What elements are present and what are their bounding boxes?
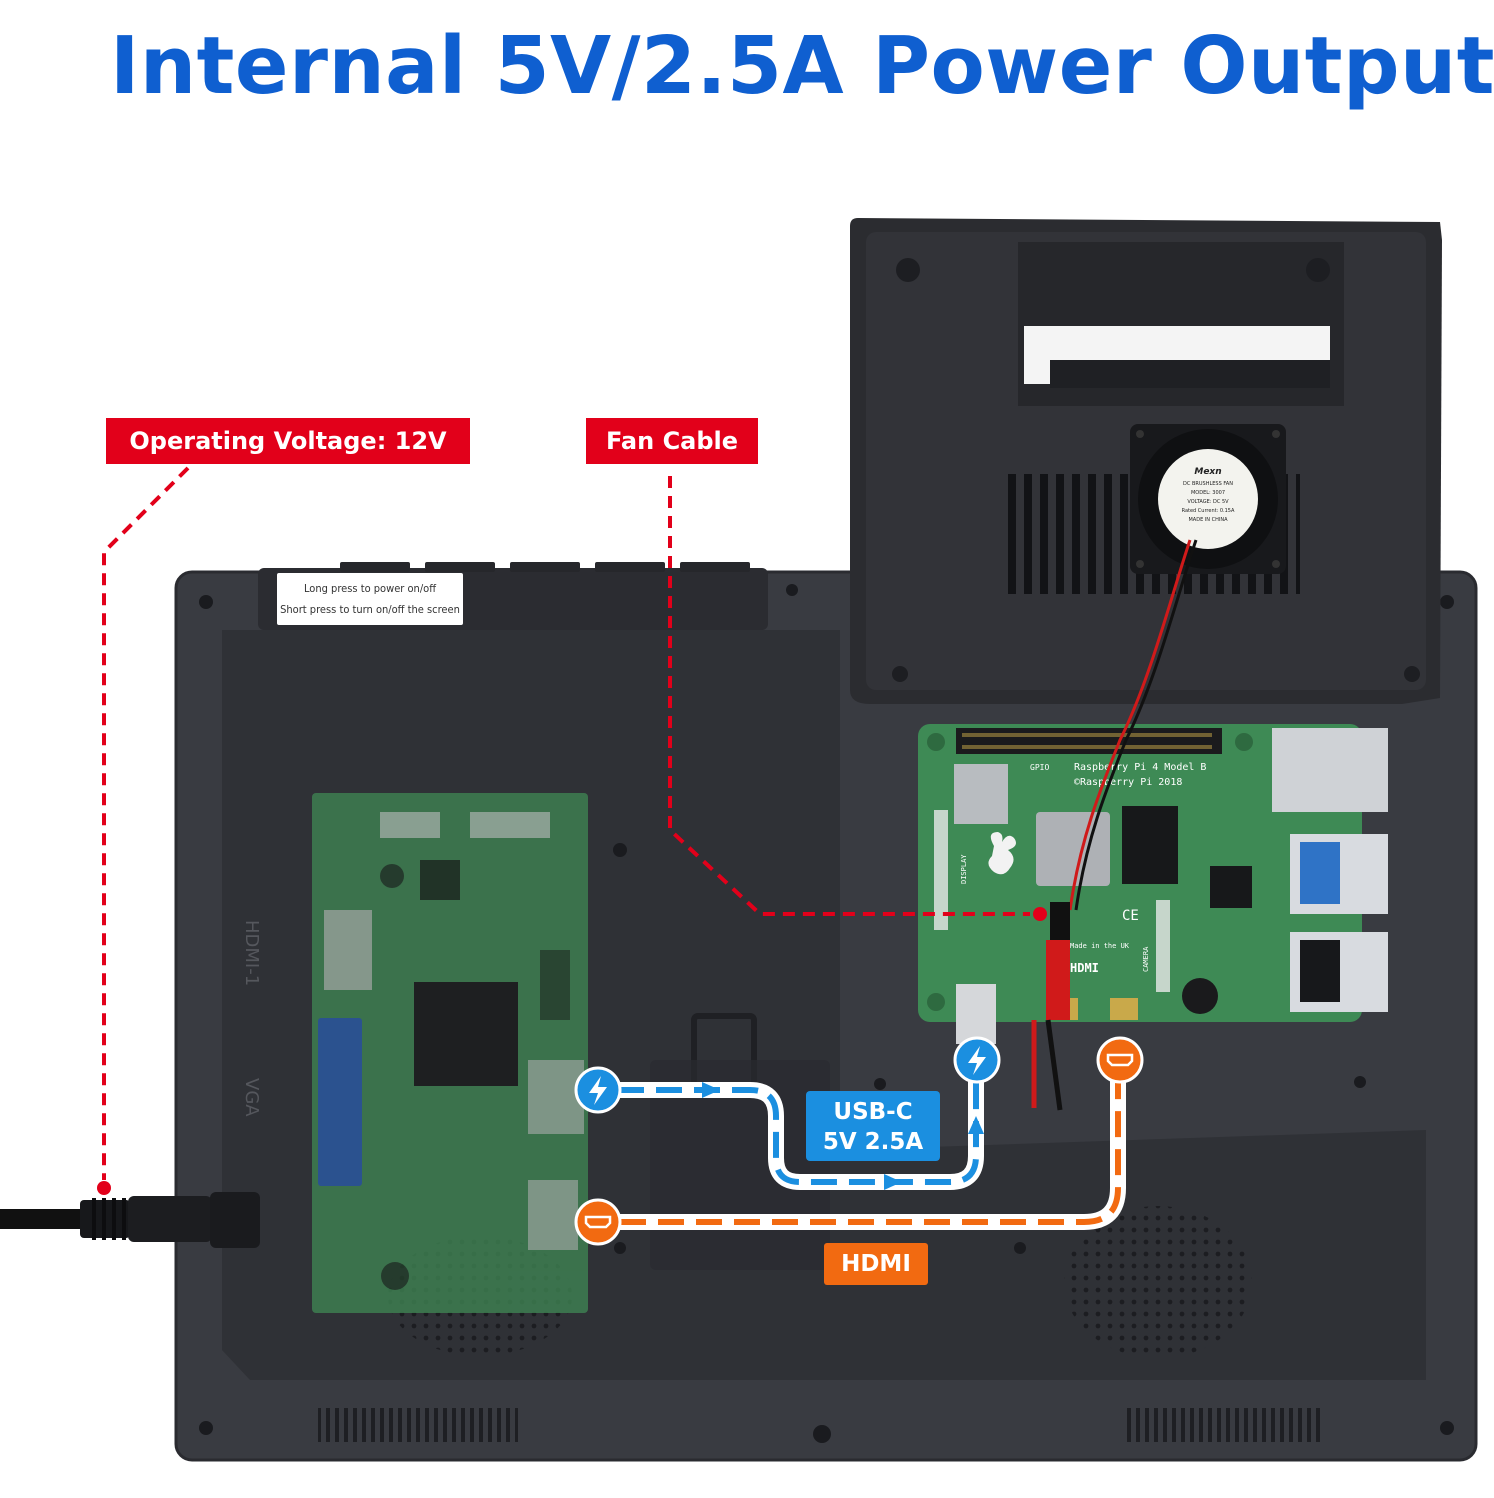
usbc-arrow-3	[968, 1116, 984, 1134]
speaker-right	[1064, 1206, 1252, 1358]
fan-cable-label: Fan Cable	[586, 418, 758, 464]
hdmi-port-label: HDMI-1	[241, 920, 262, 986]
board-model-text: Raspberry Pi 4 Model B	[1074, 762, 1206, 773]
voltage-callout-dot	[97, 1181, 111, 1195]
fan-text-1: DC BRUSHLESS FAN	[1183, 481, 1233, 487]
hdmi-signal-path	[620, 1078, 1121, 1225]
lightning-icon-right	[953, 1036, 1001, 1084]
fan-wire-black	[1074, 539, 1198, 911]
hdmi-label: HDMI	[824, 1243, 928, 1285]
wifi-shield	[954, 764, 1008, 824]
usbc-power-port	[956, 984, 996, 1044]
fan-text-3: VOLTAGE: DC 5V	[1187, 499, 1229, 505]
fan-text-4: Rated Current: 0.15A	[1182, 508, 1235, 514]
power-cable	[0, 1192, 260, 1248]
cooling-fan: Mexn DC BRUSHLESS FAN MODEL: 3007 VOLTAG…	[1130, 424, 1286, 574]
hdmi-icon-right	[1096, 1036, 1144, 1084]
made-in-text: Made in the UK	[1070, 942, 1130, 950]
vent-right	[1124, 1408, 1324, 1442]
button-5	[680, 562, 750, 572]
usbc-arrow-1	[702, 1082, 720, 1098]
hdmi-icon-left	[574, 1198, 622, 1246]
raspberry-pi-board: Raspberry Pi 4 Model B ©Raspberry Pi 201…	[918, 724, 1388, 1044]
board-copyright-text: ©Raspberry Pi 2018	[1074, 777, 1182, 788]
fan-text-5: MADE IN CHINA	[1188, 517, 1228, 523]
usbc-arrow-2	[884, 1174, 902, 1190]
button-2	[425, 562, 495, 572]
usbc-label-line-2: 5V 2.5A	[822, 1129, 924, 1155]
usbc-label-line-1: USB-C	[833, 1099, 913, 1125]
power-button-sticker: Long press to power on/off Short press t…	[277, 573, 463, 625]
gpio-label: GPIO	[1030, 763, 1049, 772]
fan-wire-red	[1068, 539, 1192, 911]
ethernet-port	[1272, 728, 1388, 812]
camera-label: CAMERA	[1142, 946, 1150, 972]
fan-callout-dot	[1033, 907, 1047, 921]
raspberry-logo-icon	[988, 832, 1016, 875]
usbc-power-path	[618, 1076, 979, 1185]
page-title: Internal 5V/2.5A Power Output	[110, 20, 1494, 112]
screw-holes	[199, 584, 1454, 1443]
operating-voltage-label: Operating Voltage: 12V	[106, 418, 470, 464]
sticker-line-1: Long press to power on/off	[303, 582, 437, 595]
ram-chip	[1122, 806, 1178, 884]
usbc-power-label: USB-C 5V 2.5A	[806, 1091, 940, 1161]
soc-chip	[1036, 812, 1110, 886]
controller-board	[312, 793, 588, 1313]
fan-text-2: MODEL: 3007	[1191, 490, 1225, 496]
button-4	[595, 562, 665, 572]
button-3	[510, 562, 580, 572]
sticker-line-2: Short press to turn on/off the screen	[280, 603, 460, 616]
vent-left	[318, 1408, 518, 1442]
button-1	[340, 562, 410, 572]
vga-port-label: VGA	[241, 1078, 262, 1117]
fan-brand: Mexn	[1194, 467, 1221, 477]
hdmi-mark: HDMI	[1070, 961, 1099, 975]
ce-mark: CE	[1122, 908, 1139, 924]
display-label: DISPLAY	[960, 854, 968, 884]
lightning-icon-left	[574, 1066, 622, 1114]
gpio-header	[956, 728, 1222, 754]
fan-cable-connector	[1046, 940, 1070, 1020]
